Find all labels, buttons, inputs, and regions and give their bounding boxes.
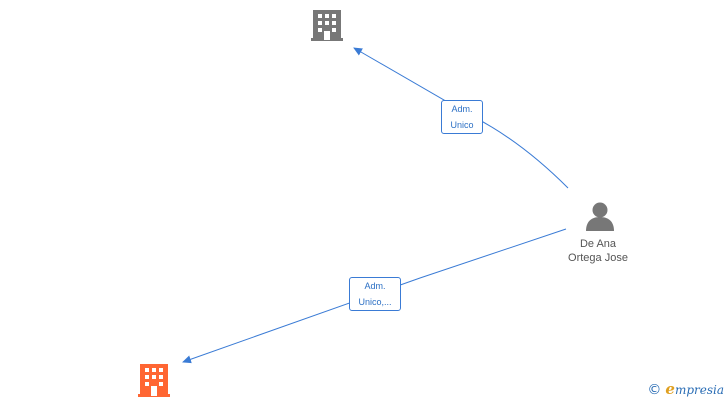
person-name-label[interactable]: De Ana Ortega Jose [568,238,628,264]
building-icon[interactable] [311,10,343,41]
building-icon[interactable] [138,364,170,397]
copyright-symbol: © [647,382,662,398]
edge-person-to-bottom-company [182,228,567,364]
edge-label-top[interactable]: Adm. Unico [441,100,483,134]
brand-name: mpresia [674,383,724,397]
person-icon[interactable] [586,202,614,232]
empresia-watermark: ©empresia [647,380,724,398]
edge-label-bottom[interactable]: Adm. Unico,... [349,277,401,311]
brand-initial: e [665,380,675,398]
